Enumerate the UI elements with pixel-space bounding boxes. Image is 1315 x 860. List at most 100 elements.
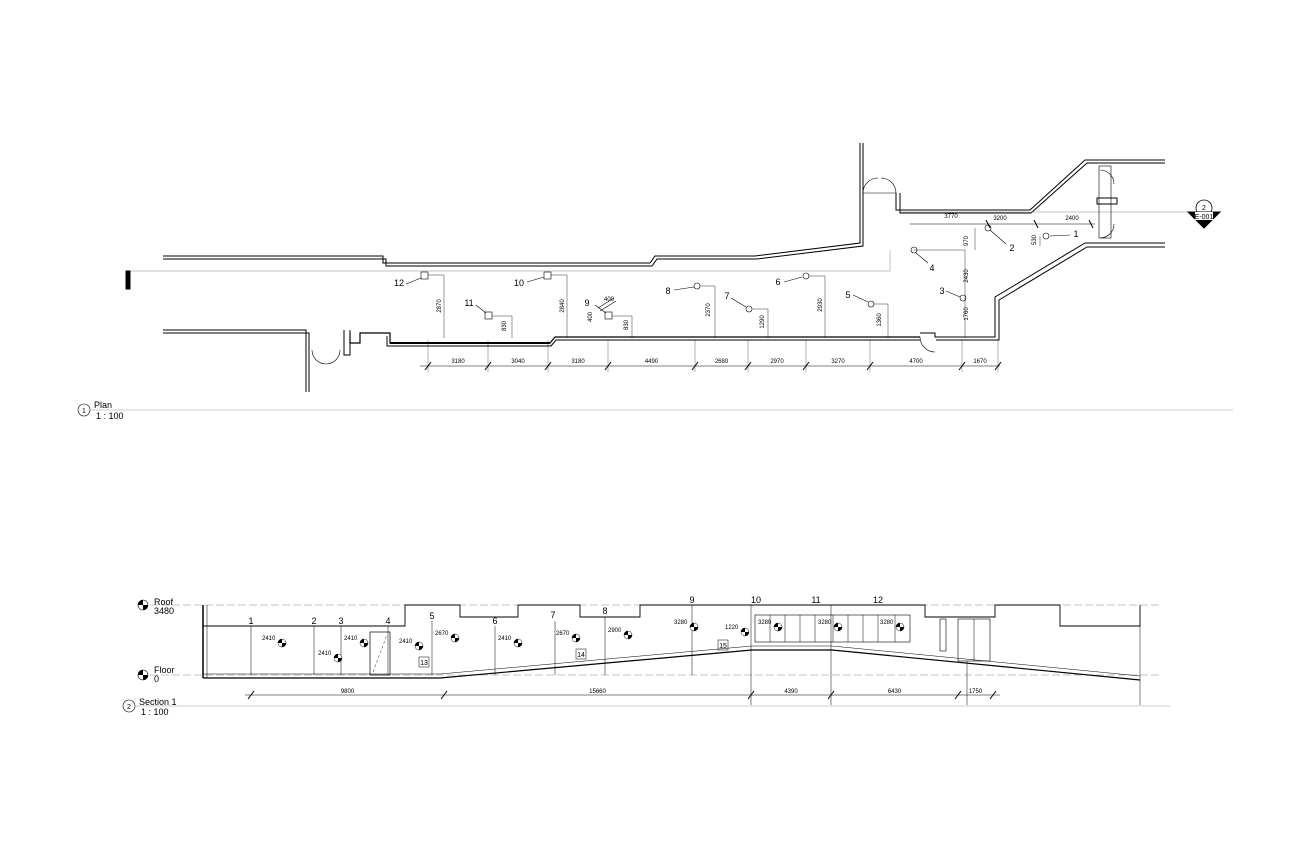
section-bottom-dim: 15660	[589, 689, 606, 695]
plan-bottom-dim: 3180	[571, 359, 585, 365]
plan-offset-dim: 1360	[877, 313, 883, 327]
section-tag: 14	[577, 652, 585, 659]
roof-level-value: 3480	[154, 606, 174, 616]
plan-offset-dim: 2870	[437, 299, 443, 313]
plan-point-label: 1	[1073, 229, 1078, 239]
plan-bottom-dim: 2680	[715, 359, 729, 365]
plan-top-dimline	[910, 219, 1095, 229]
section-view: Roof 3480 Floor 0	[122, 595, 1170, 717]
height-marker: 2410	[344, 636, 369, 648]
height-marker: 2410	[498, 636, 523, 648]
height-value: 2410	[344, 636, 358, 642]
section-point-label: 11	[811, 595, 820, 605]
height-value: 2900	[608, 628, 622, 634]
level-symbol-fill	[451, 634, 459, 642]
plan-bottom-dim: 3180	[451, 359, 465, 365]
section-title: Section 1	[139, 697, 177, 707]
height-marker: 2410	[262, 636, 287, 648]
dim-tick	[827, 690, 835, 700]
plan-doors	[311, 165, 1118, 365]
plan-offset-dim: 830	[624, 319, 630, 330]
plan-bottom-dimline	[420, 340, 1002, 372]
section-point-label: 10	[751, 595, 761, 605]
plan-point-label: 10	[514, 278, 524, 288]
section-point-label: 12	[873, 595, 883, 605]
level-markers: Roof 3480 Floor 0	[137, 597, 175, 684]
section-point-label: 7	[550, 610, 555, 620]
height-value: 2670	[556, 631, 570, 637]
plan-offset-dim: 2370	[706, 303, 712, 317]
level-symbol-fill	[360, 639, 368, 647]
section-point-label: 3	[338, 616, 343, 626]
section-view-title: 2 Section 1 1 : 100	[122, 697, 1170, 717]
plan-top-dim: 2400	[1065, 216, 1079, 222]
height-value: 2410	[498, 636, 512, 642]
plan-point-labels: 1 2 3 4 5 6 7 8 9 10 11 12	[394, 229, 1079, 308]
plan-point-label: 9	[584, 298, 589, 308]
section-bottom-dim: 9800	[341, 689, 355, 695]
height-marker: 2900	[608, 628, 633, 640]
height-value: 2410	[262, 636, 276, 642]
height-marker: 2410	[318, 651, 343, 663]
height-value: 2410	[318, 651, 332, 657]
height-marker: 1220	[725, 625, 750, 637]
section-bottom-dim: 6430	[888, 689, 902, 695]
level-symbol-fill	[690, 623, 698, 631]
dim-tick	[247, 690, 255, 700]
section-tag: 15	[719, 643, 727, 650]
plan-view-title: 1 Plan 1 : 100	[77, 400, 1233, 421]
plan-bottom-dim: 4490	[645, 359, 659, 365]
plan-offset-dim: 1760	[964, 307, 970, 321]
plan-view-number: 1	[82, 408, 86, 415]
level-symbol-fill	[774, 623, 782, 631]
section-structure	[202, 604, 1141, 681]
height-marker: 3280	[880, 620, 905, 632]
plan-bottom-dim: 1670	[973, 359, 987, 365]
dim-tick	[747, 690, 755, 700]
section-bottom-dimline	[245, 690, 1000, 700]
plan-offset-dim: 2930	[818, 298, 824, 312]
section-bottom-dim: 4390	[784, 689, 798, 695]
dim-tick	[989, 690, 997, 700]
plan-walls	[163, 143, 1165, 392]
plan-bottom-dim: 3270	[831, 359, 845, 365]
plan-point-label: 7	[724, 291, 729, 301]
section-point-label: 8	[602, 606, 607, 616]
plan-offset-dim: 400	[588, 311, 594, 322]
plan-scale: 1 : 100	[96, 411, 124, 421]
plan-bottom-dim: 3040	[511, 359, 525, 365]
section-point-label: 2	[311, 616, 316, 626]
floor-level-name: Floor	[154, 665, 175, 675]
level-symbol-fill	[278, 639, 286, 647]
level-symbol-fill	[334, 654, 342, 662]
plan-offset-dim: 970	[964, 235, 970, 246]
plan-point-label: 6	[775, 277, 780, 287]
plan-offset-dim: 530	[1032, 234, 1038, 245]
plan-point-label: 5	[845, 290, 850, 300]
plan-point-label: 2	[1009, 243, 1014, 253]
plan-point-label: 8	[665, 286, 670, 296]
floor-level-marker: Floor 0	[137, 665, 175, 684]
plan-offset-dim: 830	[502, 320, 508, 331]
plan-view: 3200 3770 2400 3180304031804490268029703…	[77, 143, 1233, 421]
plan-offset-dim: 2430	[964, 269, 970, 283]
level-symbol-fill	[514, 639, 522, 647]
section-point-label: 5	[429, 611, 434, 621]
level-symbol-fill	[572, 634, 580, 642]
section-tags: 13 14 15	[418, 639, 729, 668]
section-tag: 13	[420, 660, 428, 667]
plan-offset-dim: 2840	[560, 299, 566, 313]
height-marker: 3280	[674, 620, 699, 632]
level-symbol-fill	[741, 628, 749, 636]
plan-point-label: 11	[464, 298, 473, 308]
section-point-ticks	[250, 605, 1141, 705]
plan-point-label: 3	[939, 286, 944, 296]
section-view-number: 2	[127, 704, 131, 711]
dim-tick	[954, 690, 962, 700]
section-bottom-dim: 1750	[969, 689, 983, 695]
plan-point-label: 4	[929, 263, 934, 273]
section-marker-sheet: E-001	[1195, 214, 1214, 221]
